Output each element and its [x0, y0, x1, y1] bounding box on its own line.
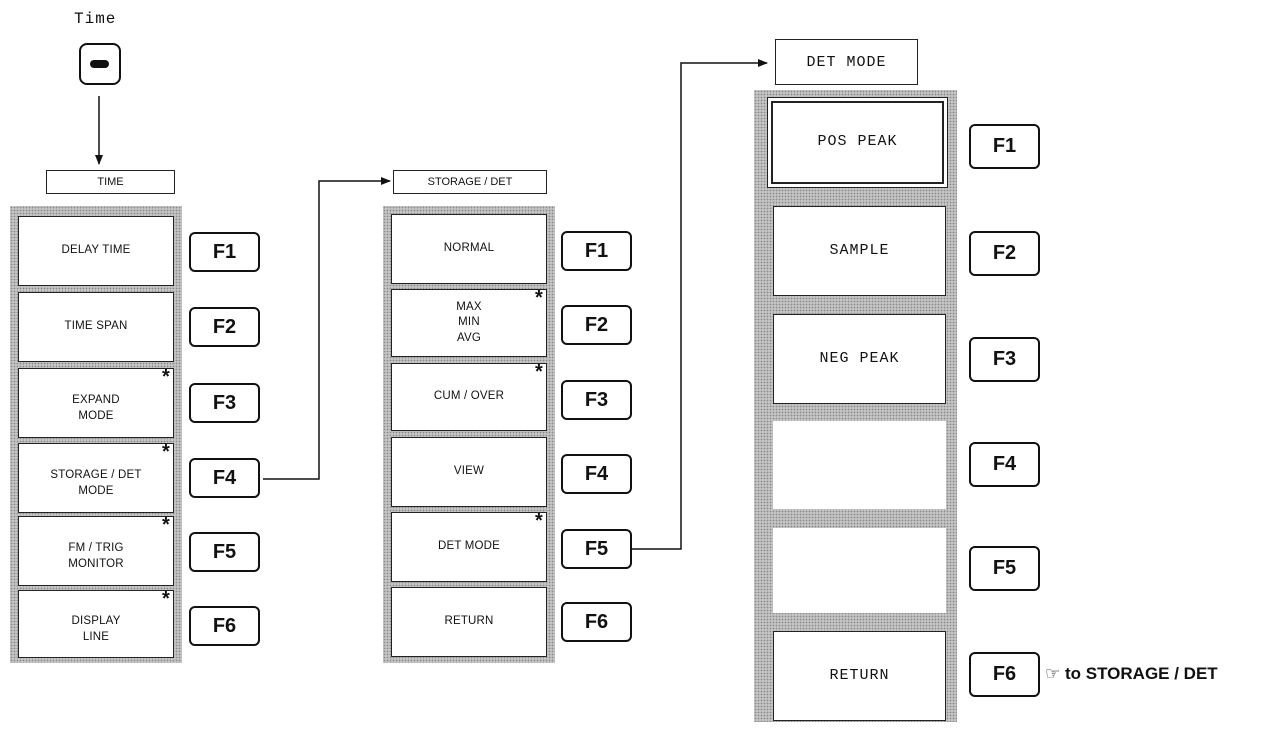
option-star-icon: *	[535, 361, 543, 383]
f3-key[interactable]: F3	[189, 383, 260, 423]
option-star-icon: *	[162, 441, 170, 463]
fm-trig-monitor-button[interactable]: FM / TRIG MONITOR *	[18, 514, 174, 586]
return-label-storage: RETURN	[444, 615, 494, 628]
sample-button[interactable]: SAMPLE	[773, 206, 946, 296]
f6-key[interactable]: F6	[189, 606, 260, 646]
blank-softkey-4	[773, 421, 946, 509]
return-note: ☞ to STORAGE / DET	[1045, 664, 1218, 684]
time-key-label: Time	[74, 10, 117, 28]
blank-softkey-5	[773, 528, 946, 613]
time-span-button[interactable]: TIME SPAN	[18, 292, 174, 362]
delay-time-button[interactable]: DELAY TIME	[18, 216, 174, 286]
time-key-bar-icon	[90, 60, 109, 68]
f2-key[interactable]: F2	[561, 305, 632, 345]
f5-key[interactable]: F5	[561, 529, 632, 569]
option-star-icon: *	[535, 287, 543, 309]
display-line-button[interactable]: DISPLAY LINE *	[18, 588, 174, 658]
f2-key[interactable]: F2	[189, 307, 260, 347]
cum-over-label: CUM / OVER	[433, 390, 505, 403]
f2-key[interactable]: F2	[969, 231, 1040, 276]
f5-key[interactable]: F5	[189, 532, 260, 572]
sample-label: SAMPLE	[829, 241, 890, 259]
storage-det-mode-button[interactable]: STORAGE / DET MODE *	[18, 441, 174, 513]
arrow-f4-to-storage	[263, 177, 391, 480]
max-min-avg-label: MAX MIN AVG	[456, 300, 482, 344]
neg-peak-label: NEG PEAK	[819, 349, 900, 367]
fm-trig-monitor-label: FM / TRIG MONITOR	[68, 542, 124, 570]
view-label: VIEW	[453, 465, 485, 478]
time-menu-header: TIME	[46, 170, 175, 194]
det-mode-button[interactable]: DET MODE *	[391, 510, 547, 582]
f6-key[interactable]: F6	[969, 652, 1040, 697]
f4-key[interactable]: F4	[189, 458, 260, 498]
expand-mode-label: EXPAND MODE	[72, 394, 120, 422]
option-star-icon: *	[162, 514, 170, 536]
return-button-detmode[interactable]: RETURN	[773, 631, 946, 721]
option-star-icon: *	[162, 366, 170, 388]
neg-peak-button[interactable]: NEG PEAK	[773, 314, 946, 404]
pointing-hand-icon: ☞	[1045, 664, 1061, 684]
storage-det-menu-header: STORAGE / DET	[393, 170, 547, 194]
return-label-detmode: RETURN	[829, 666, 890, 684]
pos-peak-label: POS PEAK	[817, 133, 898, 151]
view-button[interactable]: VIEW	[391, 437, 547, 507]
normal-label: NORMAL	[443, 242, 495, 255]
delay-time-label: DELAY TIME	[61, 244, 131, 257]
f3-key[interactable]: F3	[561, 380, 632, 420]
f5-key[interactable]: F5	[969, 546, 1040, 591]
f4-key[interactable]: F4	[969, 442, 1040, 487]
arrow-f5-to-detmode	[632, 59, 768, 550]
det-mode-menu-header: DET MODE	[775, 39, 918, 85]
time-key[interactable]	[79, 43, 121, 85]
cum-over-button[interactable]: CUM / OVER *	[391, 361, 547, 431]
det-mode-label: DET MODE	[437, 540, 501, 553]
f1-key[interactable]: F1	[969, 124, 1040, 169]
option-star-icon: *	[535, 510, 543, 532]
pos-peak-button[interactable]: POS PEAK	[767, 97, 948, 188]
det-mode-menu-panel	[754, 90, 957, 722]
f4-key[interactable]: F4	[561, 454, 632, 494]
f3-key[interactable]: F3	[969, 337, 1040, 382]
time-span-label: TIME SPAN	[64, 320, 128, 333]
return-button-storage[interactable]: RETURN	[391, 587, 547, 657]
max-min-avg-button[interactable]: MAX MIN AVG *	[391, 287, 547, 357]
display-line-label: DISPLAY LINE	[71, 615, 121, 643]
f1-key[interactable]: F1	[561, 231, 632, 271]
normal-button[interactable]: NORMAL	[391, 214, 547, 284]
f6-key[interactable]: F6	[561, 602, 632, 642]
expand-mode-button[interactable]: EXPAND MODE *	[18, 366, 174, 438]
f1-key[interactable]: F1	[189, 232, 260, 272]
option-star-icon: *	[162, 588, 170, 610]
storage-det-mode-label: STORAGE / DET MODE	[50, 469, 142, 497]
return-note-text: to STORAGE / DET	[1064, 664, 1218, 683]
